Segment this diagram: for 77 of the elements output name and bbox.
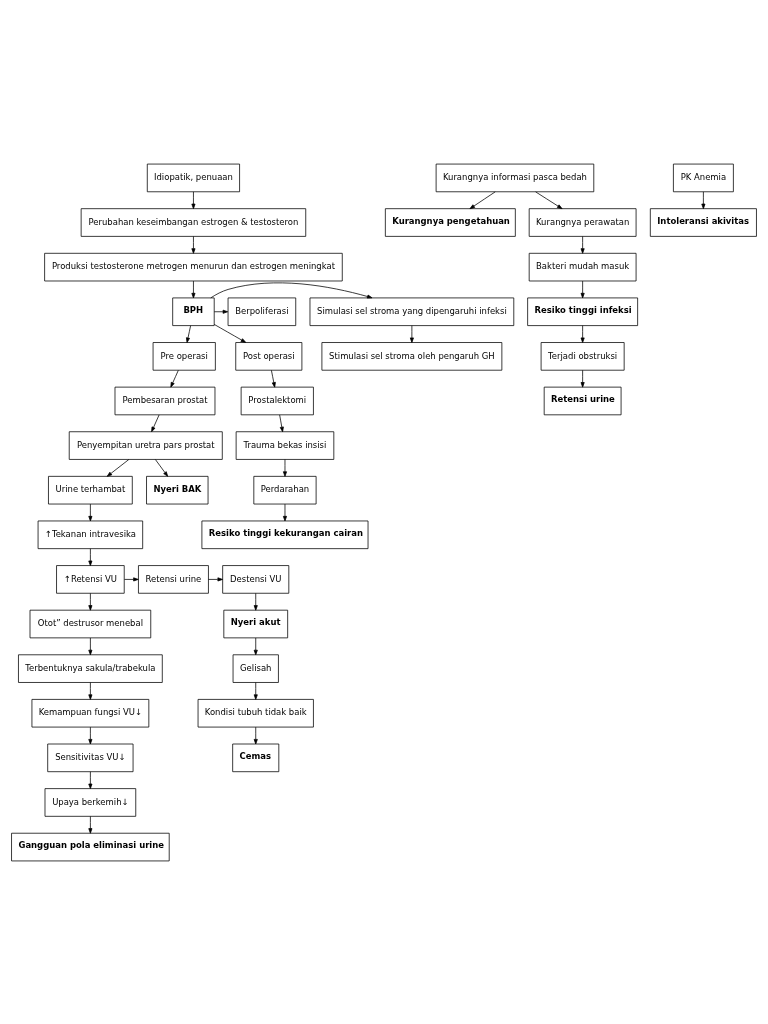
node-box: Prostalektomi (240, 386, 314, 415)
arrow (253, 726, 258, 744)
node-box: Berpoliferasi (227, 297, 297, 326)
arrow (282, 458, 287, 477)
arrow (253, 637, 258, 655)
arrow (151, 414, 160, 432)
node-box: Nyeri akut (223, 609, 289, 638)
node-box: Simulasi sel stroma yang dipengaruhi infeksi (309, 297, 515, 326)
arrow (213, 309, 229, 314)
arrow (210, 281, 373, 298)
arrow (88, 815, 93, 834)
arrow (88, 726, 93, 744)
node-box: Terbentuknya sakula/trabekula (18, 653, 163, 683)
node-box: Retensi urine (543, 386, 622, 415)
node-box: Perdarahan (253, 475, 317, 504)
node-box: Kondisi tubuh tidak baik (197, 698, 314, 727)
arrow (88, 681, 93, 700)
arrow (170, 369, 179, 387)
node-box: Perubahan keseimbangan estrogen & testosteron (80, 207, 307, 237)
node-box: ↑Tekanan intravesika (37, 520, 144, 549)
node-box: Destensi VU (222, 564, 290, 594)
node-box: Intoleransi akivitas (649, 207, 757, 237)
arrow (271, 369, 276, 387)
arrow (186, 324, 191, 343)
arrow (191, 280, 196, 298)
node-box: Produksi testosterone metrogen menurun dan estrogen meningkat (44, 252, 343, 281)
node-box: Pre operasi (152, 341, 216, 371)
node-box: Nyeri BAK (146, 475, 209, 504)
node-box: Kurangnya pengetahuan (384, 207, 516, 237)
node-box: Sensitivitas VU↓ (47, 743, 134, 772)
arrow (580, 324, 585, 343)
node-box: Stimulasi sel stroma oleh pengaruh GH (321, 341, 503, 371)
node-box: Kurangnya perawatan (528, 207, 637, 237)
node-box: Resiko tinggi infeksi (527, 297, 638, 326)
node-box: Gelisah (232, 653, 279, 683)
node-box: Kemampuan fungsi VU↓ (31, 698, 150, 727)
arrow (88, 637, 93, 655)
node-box: Urine terhambat (48, 475, 133, 504)
arrow (701, 190, 706, 209)
node-box: Penyempitan uretra pars prostat (68, 430, 223, 460)
arrow (191, 235, 196, 254)
node-box: Terjadi obstruksi (540, 341, 625, 371)
arrow (88, 503, 93, 521)
arrow (253, 681, 258, 700)
node-box: Idiopatik, penuaan (146, 163, 240, 192)
arrow (580, 280, 585, 298)
arrow (580, 369, 585, 387)
node-box: PK Anemia (673, 163, 734, 192)
arrow (208, 576, 223, 581)
arrow (213, 323, 247, 343)
arrow (409, 324, 414, 343)
arrow (88, 592, 93, 611)
node-box: Gangguan pola eliminasi urine (11, 832, 170, 861)
node-box: Cemas (232, 743, 280, 772)
arrow (279, 414, 284, 432)
node-box: Post operasi (235, 341, 303, 371)
arrow (155, 458, 169, 477)
arrow (535, 190, 563, 209)
node-box: ↑Retensi VU (56, 564, 125, 594)
arrow (580, 235, 585, 254)
arrow (282, 503, 287, 521)
node-box: Kurangnya informasi pasca bedah (435, 163, 595, 192)
node-box: Retensi urine (138, 564, 209, 594)
node-box: Upaya berkemih↓ (44, 787, 137, 817)
arrow (88, 770, 93, 789)
node-box: Trauma bekas insisi (235, 430, 335, 460)
node-box: Bakteri mudah masuk (528, 252, 637, 281)
node-box: Otot” destrusor menebal (29, 609, 152, 638)
arrow (469, 190, 496, 209)
arrow (191, 190, 196, 209)
arrow (106, 458, 130, 477)
arrow (124, 576, 139, 581)
node-box: Pembesaran prostat (114, 386, 216, 415)
arrow (88, 547, 93, 566)
arrow (253, 592, 258, 611)
node-box: BPH (172, 297, 215, 326)
node-box: Resiko tinggi kekurangan cairan (201, 520, 369, 549)
